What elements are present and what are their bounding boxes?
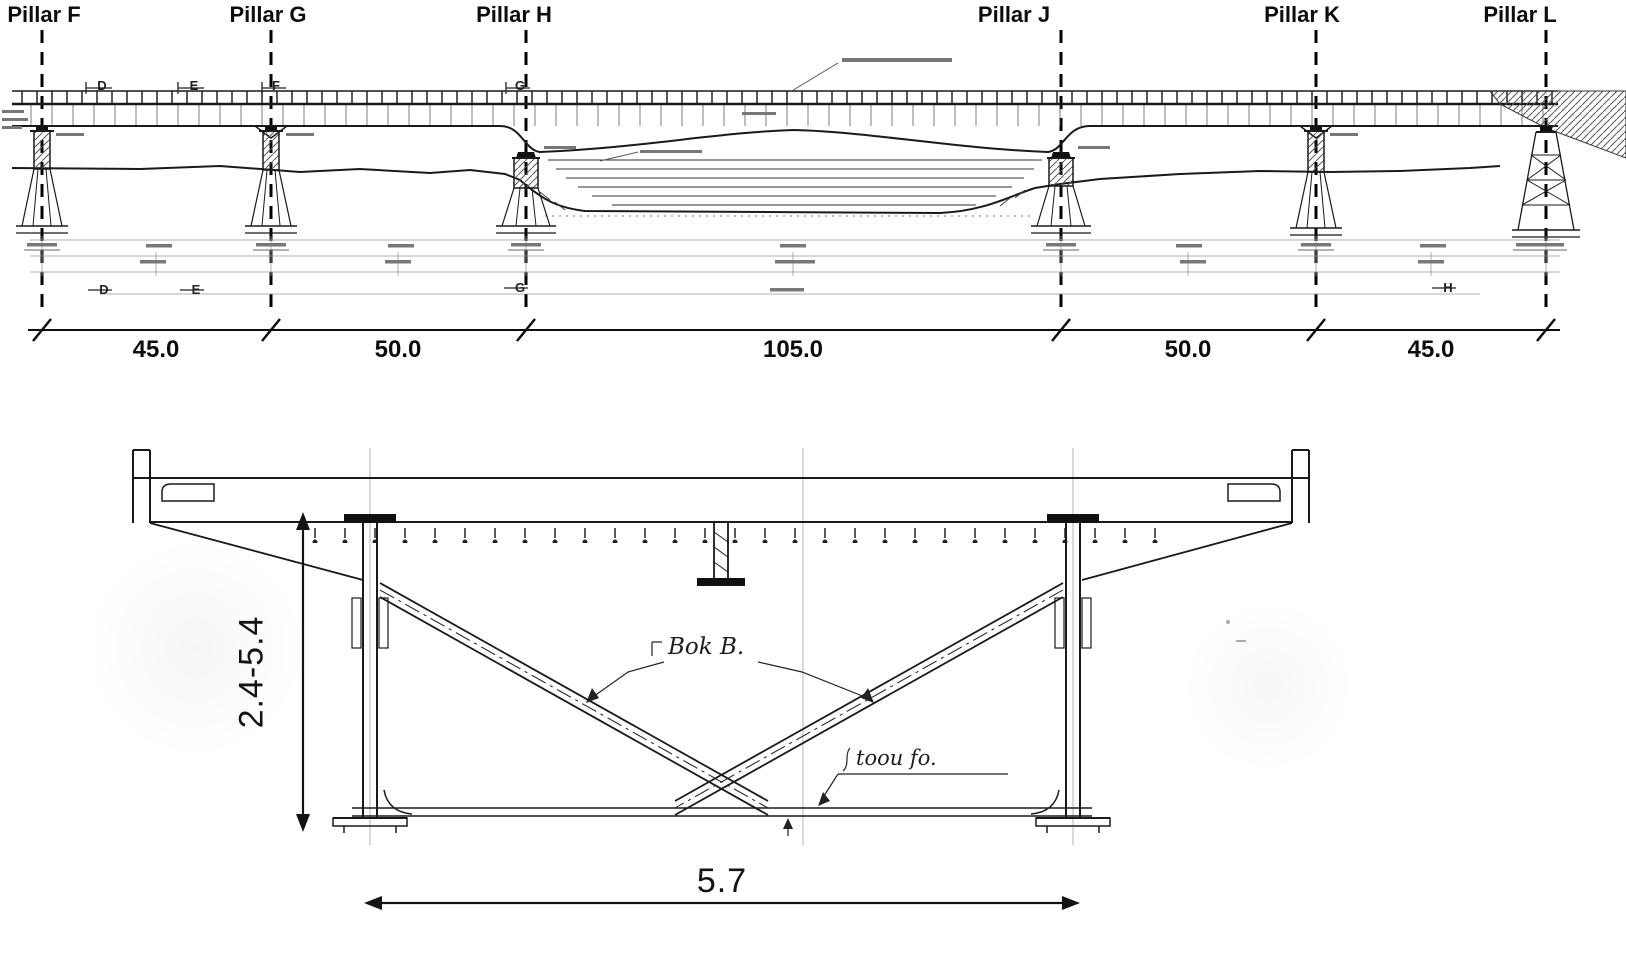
scan-smudges <box>1226 620 1246 642</box>
section-cut-marks <box>85 82 1456 291</box>
center-stringer <box>697 523 745 586</box>
bridge-deck <box>12 90 1558 154</box>
left-web-bearing <box>344 514 396 523</box>
span-dimension-line <box>28 318 1560 342</box>
annotation-toou: toou fo. <box>856 746 937 770</box>
width-dimension <box>364 896 1080 910</box>
deck-slab <box>132 449 1310 581</box>
pillar-structure-g <box>245 126 297 234</box>
right-girder <box>1030 523 1111 833</box>
cross-bracing <box>379 582 1064 816</box>
annotation-leaders <box>586 641 1008 836</box>
pillar-label-h: Pillar H <box>476 2 552 27</box>
section-marker-h-bottom: H <box>1443 280 1453 295</box>
section-marker-g-top: G <box>514 78 526 93</box>
annotation-bok: Bok B. <box>668 634 745 660</box>
ground-line <box>11 164 1501 215</box>
river-water-lines <box>548 159 1042 206</box>
elevation-drawing <box>2 30 1626 342</box>
section-marker-g-bottom: G <box>514 280 526 295</box>
section-marker-d-bottom: D <box>99 282 109 297</box>
left-girder <box>332 523 413 833</box>
pillar-label-j: Pillar J <box>977 2 1051 27</box>
section-marker-e-top: E <box>189 78 199 93</box>
pillar-structure-l <box>1512 126 1580 238</box>
span-dim-kl: 45.0 <box>1407 336 1455 363</box>
illegible-notes <box>2 58 1564 292</box>
span-dim-gh: 50.0 <box>374 336 422 363</box>
section-marker-f-top: F <box>272 78 280 93</box>
height-dimension-label: 2.4-5.4 <box>232 615 271 729</box>
pillar-structure-h <box>496 152 556 234</box>
pillar-label-f: Pillar F <box>7 2 81 27</box>
pillar-structure-j <box>1031 152 1091 234</box>
sub-dimension-rows <box>30 236 1560 295</box>
cross-section-drawing <box>132 448 1310 910</box>
abutment-embankment <box>1488 90 1626 159</box>
height-dimension <box>296 512 310 832</box>
right-web-bearing <box>1047 514 1099 523</box>
pillar-label-l: Pillar L <box>1483 2 1557 27</box>
bottom-chord <box>352 807 1092 817</box>
span-dim-hj: 105.0 <box>762 336 824 363</box>
section-marker-e-bottom: E <box>191 282 201 297</box>
pillar-structure-f <box>16 126 68 234</box>
span-dim-jk: 50.0 <box>1164 336 1212 363</box>
pillar-label-k: Pillar K <box>1264 2 1340 27</box>
pillar-label-g: Pillar G <box>229 2 307 27</box>
width-dimension-label: 5.7 <box>696 862 748 900</box>
pillar-structure-k <box>1290 126 1342 236</box>
span-dim-fg: 45.0 <box>132 336 180 363</box>
section-marker-d-top: D <box>97 78 107 93</box>
